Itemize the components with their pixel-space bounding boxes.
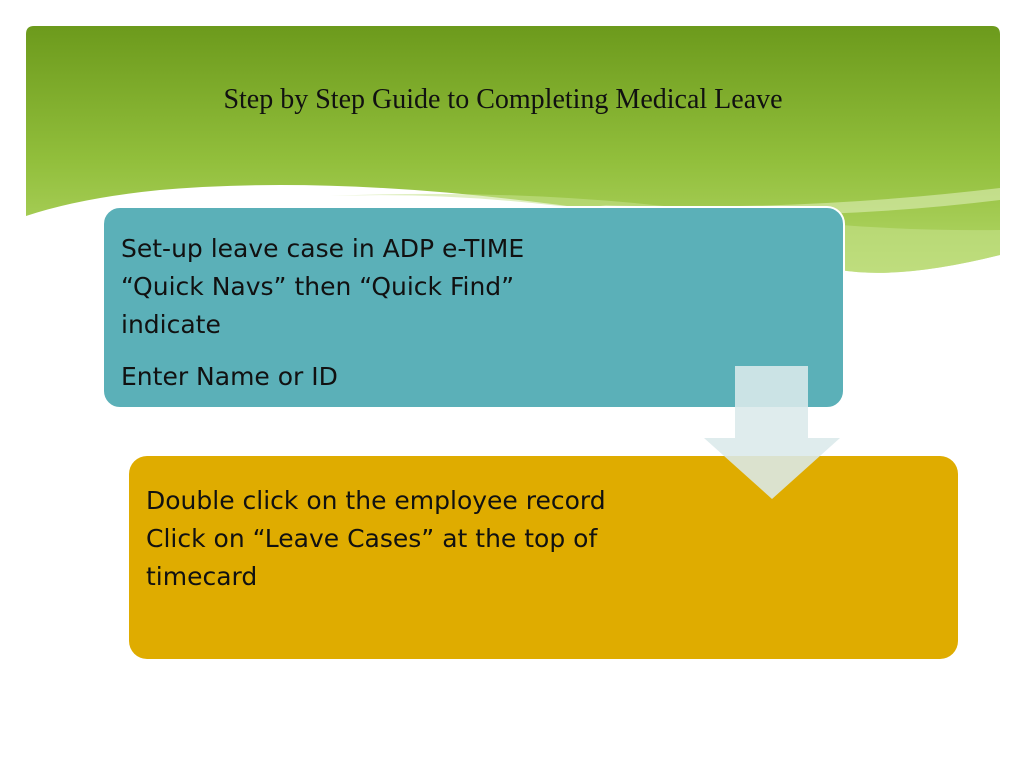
step-1-box: Set-up leave case in ADP e-TIME “Quick N… [102,206,845,409]
slide-title: Step by Step Guide to Completing Medical… [223,84,783,115]
step-2-text: Double click on the employee record Clic… [146,486,606,591]
step-1-text: Set-up leave case in ADP e-TIME “Quick N… [121,234,525,339]
step-1-subtext: Enter Name or ID [121,362,338,391]
step-2-box: Double click on the employee record Clic… [129,456,958,659]
